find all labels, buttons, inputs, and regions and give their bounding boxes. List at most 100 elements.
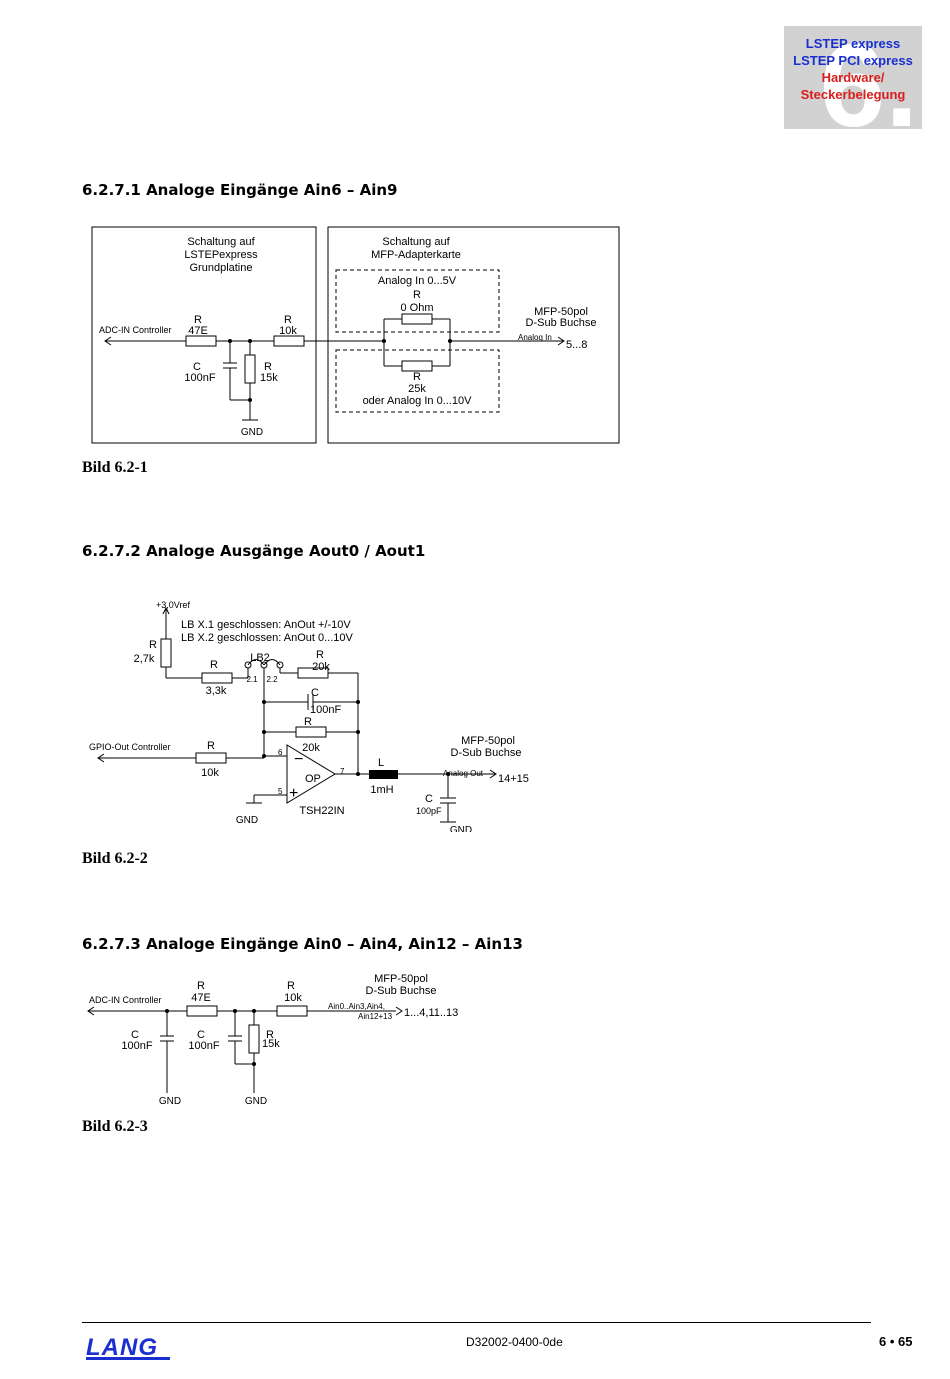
s2-pin5: 5 [278,787,283,796]
caption-3: Bild 6.2-3 [82,1118,148,1135]
s3-gnd-left: GND [159,1096,181,1107]
s1-r-0ohm: 0 Ohm [400,302,433,314]
s2-c2-value: 100pF [416,806,442,816]
s3-c1-label: C [131,1029,139,1041]
minus-sign: − [294,751,303,768]
s1-r2-value: 10k [279,325,297,337]
s1-r-25k: 25k [408,383,426,395]
s2-jumper-name: LB2 [250,652,270,664]
section-title-2: 6.2.7.2 Analoge Ausgänge Aout0 / Aout1 [82,542,426,560]
s3-ain-b: Ain12+13 [358,1012,393,1021]
s2-gpio-out: GPIO-Out Controller [89,742,171,752]
s1-left-title-2: LSTEPexpress [184,249,258,261]
s1-left-title-3: Grundplatine [190,262,253,274]
footer-divider [82,1322,871,1323]
s2-r3-label: R [316,649,324,661]
inductor [369,770,398,779]
logo-underline [86,1357,170,1360]
s1-c-value: 100nF [184,372,215,384]
s1-r3-value: 15k [260,372,278,384]
s2-c2-label: C [425,793,433,805]
caption-2: Bild 6.2-2 [82,850,148,867]
s1-pins: 5...8 [566,339,587,351]
schematic-3: ADC-IN Controller R 47E R 10k C 100nF C … [87,973,458,1107]
s1-gnd: GND [241,427,263,438]
schematic-2: +3,0Vref LB X.1 geschlossen: AnOut +/-10… [89,600,529,832]
s2-r4-label: R [304,716,312,728]
s1-r1-value: 47E [188,325,208,337]
s3-r3-label: R [266,1029,274,1041]
s1-right-title-1: Schaltung auf [382,236,450,248]
s2-vref: +3,0Vref [156,600,190,610]
s2-pins: 14+15 [498,773,529,785]
header-line-3: Hardware/ [821,70,885,85]
s1-right-title-2: MFP-Adapterkarte [371,249,461,261]
s3-c2-value: 100nF [188,1040,219,1052]
s2-r2-value: 3,3k [206,685,227,697]
s1-r-label-a: R [413,289,421,301]
s2-r3-value: 20k [312,661,330,673]
s1-mfp-2: D-Sub Buchse [526,317,597,329]
lang-logo: LANG [86,1334,158,1361]
s2-r5-label: R [207,740,215,752]
s2-r4-value: 20k [302,742,320,754]
s1-analog-05: Analog In 0...5V [378,275,457,287]
schematic-1: Schaltung auf LSTEPexpress Grundplatine … [91,226,620,444]
s3-r1-value: 47E [191,992,211,1004]
s2-op-part: TSH22IN [299,805,344,817]
s2-l-label: L [378,757,384,769]
s2-pin7: 7 [340,767,345,776]
s3-mfp-2: D-Sub Buchse [366,985,437,997]
caption-1: Bild 6.2-1 [82,459,148,476]
s2-r1-value: 2,7k [134,653,155,665]
s2-r1-label: R [149,639,157,651]
s3-r2-value: 10k [284,992,302,1004]
s1-analog-010: oder Analog In 0...10V [363,395,473,407]
s3-r2-label: R [287,980,295,992]
s3-c2-label: C [197,1029,205,1041]
s2-pin22: 2.2 [266,675,278,684]
plus-sign: + [289,785,298,802]
s2-gnd-right: GND [450,825,472,832]
s1-r-label-b: R [413,371,421,383]
chapter-number: 6. [819,26,918,129]
s2-op: OP [305,773,321,785]
s3-adc-in: ADC-IN Controller [89,995,162,1005]
s3-r1-label: R [197,980,205,992]
s1-mfp-1: MFP-50pol [534,306,588,318]
s1-r2-label: R [284,314,292,326]
s2-mfp-1: MFP-50pol [461,735,515,747]
doc-number: D32002-0400-0de [466,1335,563,1349]
s3-c1-value: 100nF [121,1040,152,1052]
header-line-4: Steckerbelegung [800,87,906,102]
s1-analog-in: Analog In [518,333,552,342]
s1-left-title-1: Schaltung auf [187,236,255,248]
s2-l-value: 1mH [370,784,393,796]
s3-mfp-1: MFP-50pol [374,973,428,985]
s2-lb2: LB X.2 geschlossen: AnOut 0...10V [181,632,353,644]
s2-pin21: 2.1 [246,675,258,684]
s1-r1-label: R [194,314,202,326]
s3-gnd-right: GND [245,1096,267,1107]
s1-adc-in: ADC-IN Controller [99,325,172,335]
section-title-1: 6.2.7.1 Analoge Eingänge Ain6 – Ain9 [82,181,398,199]
s1-c-label: C [193,361,201,373]
header-line-1: LSTEP express [805,36,901,51]
s2-mfp-2: D-Sub Buchse [451,747,522,759]
header-line-2: LSTEP PCI express [793,53,913,68]
s2-gnd-left: GND [236,815,258,826]
s2-r5-value: 10k [201,767,219,779]
s3-pins: 1...4,11..13 [404,1007,458,1019]
page-number: 6 • 65 [879,1334,913,1349]
s2-analog-out: Analog Out [443,769,484,778]
s2-lb1: LB X.1 geschlossen: AnOut +/-10V [181,619,351,631]
chapter-header-box: 6. LSTEP express LSTEP PCI express Hardw… [784,26,922,129]
s3-r3-value: 15k [262,1038,280,1050]
s1-r3-label: R [264,361,272,373]
s2-r2-label: R [210,659,218,671]
section-title-3: 6.2.7.3 Analoge Eingänge Ain0 – Ain4, Ai… [82,935,523,953]
s2-pin6: 6 [278,748,283,757]
s3-ain-a: Ain0..Ain3,Ain4, [328,1002,385,1011]
s2-c1-value: 100nF [310,704,341,716]
s2-c1-label: C [311,687,319,699]
